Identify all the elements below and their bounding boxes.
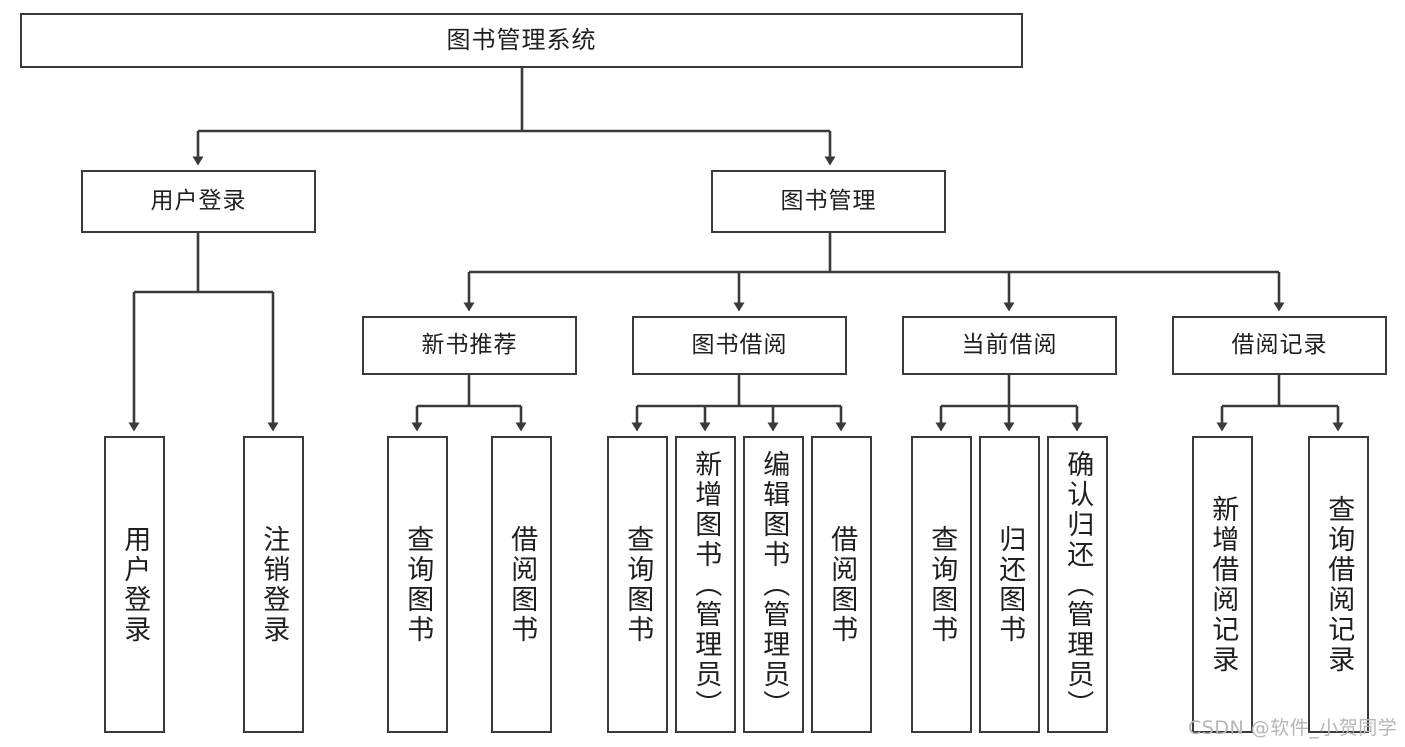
node-leaf-confirm-return-admin[interactable]: 确认归还（管理员）: [1047, 436, 1108, 733]
node-label: 用户登录: [150, 188, 247, 215]
node-leaf-logout[interactable]: 注销登录: [243, 436, 304, 733]
node-book-borrow[interactable]: 图书借阅: [632, 316, 847, 375]
node-label: 图书借阅: [691, 332, 788, 359]
node-label: 归还图书: [994, 524, 1026, 645]
node-label: 新书推荐: [421, 332, 518, 359]
node-leaf-add-book-admin[interactable]: 新增图书（管理员）: [675, 436, 736, 733]
node-book-management[interactable]: 图书管理: [711, 170, 946, 233]
node-label: 借阅图书: [506, 524, 538, 645]
node-label: 查询图书: [926, 524, 958, 645]
node-label: 新增借阅记录: [1207, 494, 1239, 675]
node-leaf-return-books[interactable]: 归还图书: [979, 436, 1040, 733]
node-root-book-management-system[interactable]: 图书管理系统: [20, 13, 1023, 68]
node-label: 图书管理系统: [446, 25, 597, 54]
node-leaf-add-borrow-record[interactable]: 新增借阅记录: [1192, 436, 1253, 733]
node-leaf-borrow-books[interactable]: 借阅图书: [811, 436, 872, 733]
node-label: 用户登录: [119, 524, 151, 645]
node-leaf-query-books-current[interactable]: 查询图书: [911, 436, 972, 733]
node-label: 查询借阅记录: [1323, 494, 1355, 675]
node-user-login[interactable]: 用户登录: [81, 170, 316, 233]
node-leaf-query-books-recommend[interactable]: 查询图书: [387, 436, 448, 733]
node-label: 注销登录: [258, 524, 290, 645]
node-leaf-query-books-borrow[interactable]: 查询图书: [607, 436, 668, 733]
node-label: 借阅记录: [1231, 332, 1328, 359]
node-leaf-user-login[interactable]: 用户登录: [104, 436, 165, 733]
node-label: 查询图书: [622, 524, 654, 645]
node-label: 图书管理: [780, 188, 877, 215]
node-label: 当前借阅: [961, 332, 1058, 359]
node-label: 新增图书（管理员）: [690, 449, 722, 720]
node-label: 借阅图书: [826, 524, 858, 645]
node-label: 查询图书: [402, 524, 434, 645]
node-leaf-edit-book-admin[interactable]: 编辑图书（管理员）: [743, 436, 804, 733]
node-new-book-recommend[interactable]: 新书推荐: [362, 316, 577, 375]
node-leaf-borrow-books-recommend[interactable]: 借阅图书: [491, 436, 552, 733]
node-borrow-records[interactable]: 借阅记录: [1172, 316, 1387, 375]
node-label: 确认归还（管理员）: [1062, 449, 1094, 720]
node-leaf-query-borrow-record[interactable]: 查询借阅记录: [1308, 436, 1369, 733]
node-label: 编辑图书（管理员）: [758, 449, 790, 720]
node-current-borrow[interactable]: 当前借阅: [902, 316, 1117, 375]
watermark: CSDN @软件_小贺同学: [1188, 717, 1398, 739]
